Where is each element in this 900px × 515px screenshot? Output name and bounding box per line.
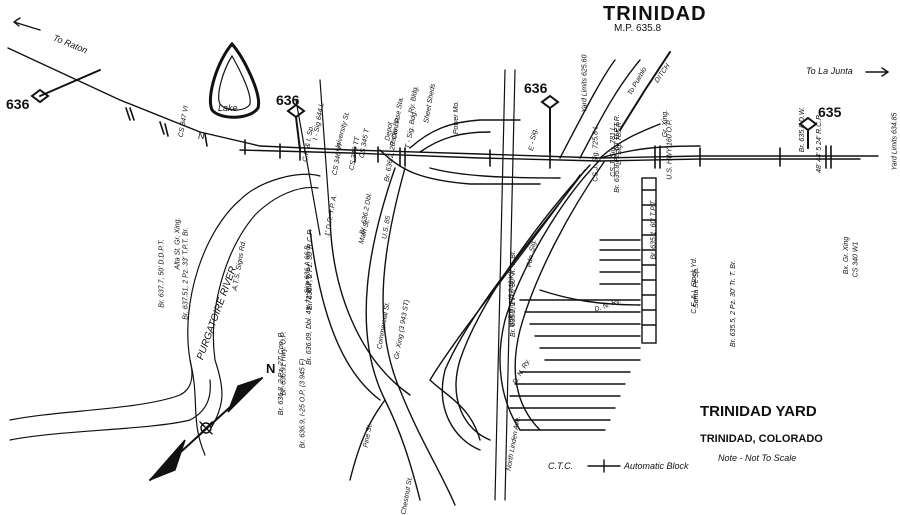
label-i-sig: I - Sig. 636 A 66 B bbox=[304, 245, 312, 302]
branch-south-b bbox=[382, 167, 456, 506]
yard-lead-a bbox=[499, 159, 601, 431]
milepost-635: 635 bbox=[818, 104, 842, 120]
label-br-636-9: Br. 636.9, I-25 O.P. (3 945 F) bbox=[299, 358, 307, 449]
map-title: TRINIDAD bbox=[603, 3, 707, 25]
label-sp-lower: Santa Fe Sp. bbox=[692, 267, 700, 308]
crossing-ticks bbox=[125, 107, 832, 169]
branch-south-a bbox=[365, 167, 421, 501]
river-bank-a bbox=[187, 173, 321, 456]
label-br-637-b: Br. 637.51, 2 Pz. 33' T.P.T. Br. bbox=[182, 227, 190, 320]
to-la-junta-label: To La Junta bbox=[806, 66, 853, 76]
label-yard-limits: Yard Limits 625.60 bbox=[581, 54, 589, 113]
yard-lead-b bbox=[514, 161, 605, 431]
label-bx-gr-xing: Bx. Gr. Xing bbox=[843, 236, 851, 275]
milepost-636-center: 636 bbox=[276, 92, 300, 108]
north-arrow-letter: N bbox=[266, 361, 276, 376]
label-gr-xing-2: Gr. Xing. bbox=[662, 109, 670, 138]
yard-name: TRINIDAD YARD bbox=[700, 403, 817, 420]
yard-tracks bbox=[509, 239, 641, 431]
lake-outline bbox=[208, 41, 261, 119]
milepost-636-right: 636 bbox=[524, 80, 548, 96]
label-ln-sig: L - Sig. 785 R bbox=[615, 122, 623, 165]
main-line-2 bbox=[239, 149, 861, 162]
milepost-label: M.P. 635.8 bbox=[614, 23, 662, 34]
label-yard-limits-r: Yard Limits 634.85 bbox=[891, 112, 899, 171]
label-br-636-8b: Br. 636.91 Hwy. O.P. bbox=[280, 331, 288, 396]
label-br-635-8b: 48' 44' 5 24' R.C.P. bbox=[815, 114, 823, 173]
automatic-block-label: Automatic Block bbox=[624, 461, 689, 471]
lake-label: Lake bbox=[218, 103, 238, 113]
scale-note: Note - Not To Scale bbox=[718, 453, 797, 463]
label-cs-340: CS 340 W1 bbox=[852, 241, 860, 278]
stock-yard bbox=[641, 177, 657, 344]
main-line bbox=[7, 47, 879, 159]
label-br-635b: Br. 635.1, 60' T.P.T. bbox=[650, 199, 658, 260]
label-power-mo: Power Mo. bbox=[453, 100, 461, 135]
label-br-635-5: Br. 635.5, 2 Pz. 30' Tr. T. Br. bbox=[729, 260, 737, 347]
milepost-636-left: 636 bbox=[6, 96, 30, 112]
branch-south-c bbox=[329, 209, 411, 396]
label-cs-j: CS J. Sig. 725.8 L bbox=[592, 125, 600, 182]
label-alta-st: Alta St. Gr. Xing. bbox=[174, 217, 182, 270]
label-cs-946: Building (3 946 K) bbox=[508, 271, 516, 328]
branch-south-d bbox=[309, 229, 381, 401]
label-br-635-8: Br. 635.8 D.W. bbox=[799, 106, 807, 153]
label-br-637: Br. 637.7, 50' D.D.P.T. bbox=[158, 239, 166, 308]
north-letter: N bbox=[198, 131, 205, 141]
location-label: TRINIDAD, COLORADO bbox=[700, 433, 823, 445]
river-bank-b bbox=[209, 186, 319, 431]
ctc-label: C.T.C. bbox=[548, 461, 574, 471]
